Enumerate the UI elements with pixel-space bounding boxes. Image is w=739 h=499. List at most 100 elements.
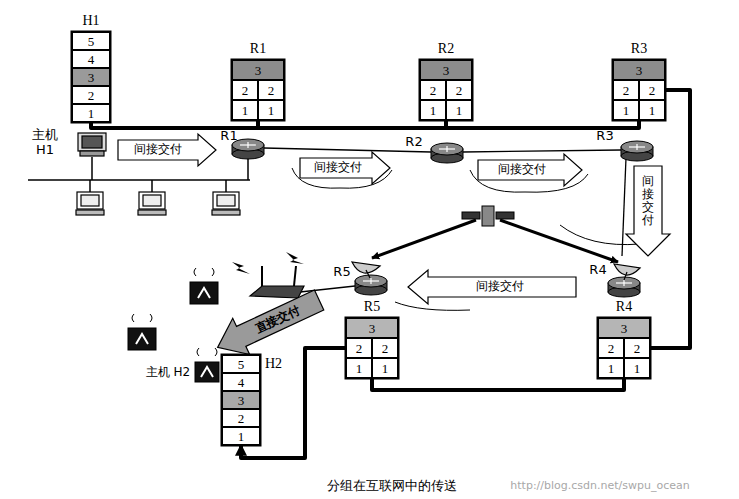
radio-waves-part — [132, 314, 134, 322]
router-symbol — [232, 139, 653, 297]
router-arrows-part — [247, 142, 248, 148]
layer-cell: 2 — [598, 338, 624, 358]
layer-number: 4 — [238, 376, 245, 389]
radio-waves — [132, 268, 217, 356]
router-arrows-part — [446, 146, 447, 152]
layer-number: 3 — [369, 322, 376, 335]
layer-number: 4 — [88, 53, 95, 66]
layer-cell: 2 — [232, 80, 258, 100]
link-line-part — [622, 158, 626, 256]
layer-number: 3 — [636, 64, 643, 77]
layer-number: 1 — [268, 104, 275, 117]
layer-number: 2 — [242, 84, 249, 97]
router-name: R4 — [589, 263, 606, 278]
delivery-arrow — [118, 134, 670, 304]
layer-number: 2 — [456, 84, 463, 97]
layer-cell: 1 — [613, 100, 639, 120]
mobile-device-part — [198, 288, 210, 298]
layer-cell: 3 — [232, 60, 284, 80]
wireless-router-part — [294, 266, 296, 286]
layer-cell: 5 — [222, 355, 260, 373]
delivery-arrow-part — [300, 152, 390, 184]
lan-bus-part — [247, 157, 249, 180]
layer-number: 1 — [634, 362, 641, 375]
stack-heading: R4 — [616, 300, 632, 314]
wireless-router — [250, 266, 304, 298]
host-computer-part — [213, 192, 239, 209]
layer-number: 2 — [382, 342, 389, 355]
layer-cell: 1 — [346, 358, 372, 378]
stack-heading: H1 — [82, 14, 99, 28]
layer-cell: 1 — [372, 358, 398, 378]
layer-number: 2 — [608, 342, 615, 355]
host-computer-part — [81, 195, 99, 206]
host-computer — [76, 133, 240, 215]
satellite — [462, 206, 514, 226]
layer-cell: 5 — [72, 32, 110, 50]
host-computer-part — [143, 195, 161, 206]
host-computer-part — [82, 136, 102, 148]
label: 间接交付 — [498, 163, 546, 177]
router-name: R5 — [333, 265, 350, 280]
radio-waves-part — [212, 268, 214, 276]
protocol-stack: R432211 — [598, 318, 650, 378]
protocol-stack: R232211 — [420, 60, 472, 120]
packet-path — [446, 120, 639, 128]
satellite-link — [372, 220, 618, 262]
layer-cell: 1 — [258, 100, 284, 120]
link-line-part — [463, 150, 621, 152]
layer-number: 3 — [238, 394, 245, 407]
layer-cell: 3 — [613, 60, 665, 80]
layer-cell: 2 — [624, 338, 650, 358]
packet-path — [258, 120, 446, 128]
layer-number: 5 — [88, 35, 95, 48]
host-computer-part — [76, 210, 104, 215]
protocol-stack: R332211 — [613, 60, 665, 120]
lightning — [232, 252, 304, 274]
link-line-part — [300, 286, 355, 292]
mobile-device — [128, 282, 219, 382]
protocol-stack: H154321 — [72, 32, 110, 122]
lan-bus-part — [28, 179, 250, 181]
router-symbol-part — [621, 141, 653, 153]
stack-heading: R2 — [438, 42, 454, 56]
satellite-link-part — [372, 220, 476, 258]
layer-number: 2 — [634, 342, 641, 355]
dish-antenna-part — [624, 272, 627, 280]
layer-number: 1 — [242, 104, 249, 117]
mobile-device-part — [190, 282, 218, 304]
label: 间接交付 — [134, 143, 182, 157]
layer-number: 2 — [356, 342, 363, 355]
layer-number: 1 — [356, 362, 363, 375]
layer-cell: 2 — [639, 80, 665, 100]
layer-number: 2 — [430, 84, 437, 97]
delivery-arrow-part — [408, 270, 576, 304]
radio-waves-part — [197, 348, 199, 356]
router-arrows — [240, 142, 645, 286]
mobile-device-part — [195, 362, 219, 382]
cloud-arc — [292, 168, 640, 310]
layer-number: 2 — [649, 84, 656, 97]
layer-cell: 2 — [346, 338, 372, 358]
layer-number: 1 — [608, 362, 615, 375]
mobile-device-part — [128, 328, 156, 350]
layer-number: 2 — [238, 412, 245, 425]
layer-cell: 2 — [222, 409, 260, 427]
host-computer-part — [77, 192, 103, 209]
host-computer-part — [139, 192, 165, 209]
layer-cell: 2 — [72, 86, 110, 104]
wireless-router-part — [250, 286, 304, 298]
satellite-link-part — [500, 220, 618, 262]
packet-path — [650, 90, 690, 348]
layer-number: 1 — [238, 430, 245, 443]
packet-path — [372, 378, 624, 390]
layer-number: 2 — [88, 89, 95, 102]
stack-heading: R3 — [631, 42, 647, 56]
layer-cell: 1 — [624, 358, 650, 378]
lan-bus-part — [225, 180, 227, 192]
layer-cell: 3 — [222, 391, 260, 409]
label: 间接交付 — [314, 161, 362, 175]
router-arrows-part — [623, 280, 624, 286]
layer-number: 3 — [443, 64, 450, 77]
lan-bus-part — [89, 180, 91, 192]
